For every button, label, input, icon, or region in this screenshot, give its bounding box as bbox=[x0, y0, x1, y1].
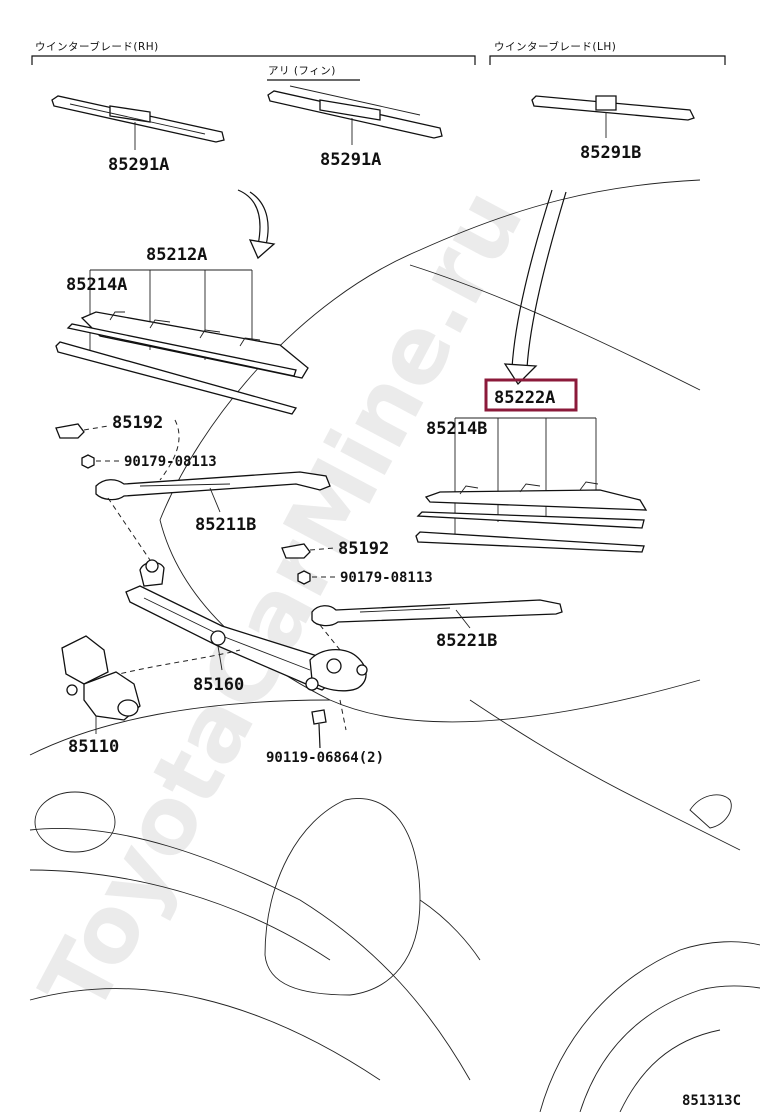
part-85214A: 85214A bbox=[66, 275, 127, 295]
winter-blade-lh: 85291B bbox=[531, 95, 695, 163]
nut-lh: 90179-08113 bbox=[297, 570, 433, 586]
winter-blade-rh: 85291A bbox=[51, 95, 225, 175]
bolt: 90119-06864(2) bbox=[266, 699, 384, 766]
winter-blade-fin: 85291A bbox=[267, 85, 443, 170]
part-85222A: 85222A bbox=[494, 388, 555, 408]
car-body-outline bbox=[29, 179, 760, 1112]
header-lh: ウインターブレード(LH) bbox=[494, 40, 616, 53]
part-85211B: 85211B bbox=[195, 515, 256, 535]
part-90179-2: 90179-08113 bbox=[340, 570, 433, 586]
part-85221B: 85221B bbox=[436, 631, 497, 651]
wiper-arm-rh: 85211B bbox=[95, 419, 331, 535]
wiper-linkage: 85160 bbox=[94, 497, 368, 695]
part-85291A-1: 85291A bbox=[108, 155, 169, 175]
part-85192-2: 85192 bbox=[338, 539, 389, 559]
part-85291A-2: 85291A bbox=[320, 150, 381, 170]
cap-lh: 85192 bbox=[281, 539, 389, 559]
header-rh: ウインターブレード(RH) bbox=[35, 40, 159, 53]
header-bracket-lh: ウインターブレード(LH) bbox=[489, 40, 726, 65]
part-85212A: 85212A bbox=[146, 245, 207, 265]
wiper-motor: 85110 bbox=[61, 635, 141, 757]
header-fin: アリ (フィン) bbox=[268, 65, 336, 77]
part-85160: 85160 bbox=[193, 675, 244, 695]
arrow-lh bbox=[503, 189, 567, 386]
blade-assembly-rh: 85212A 85214A bbox=[55, 245, 309, 415]
arrow-rh bbox=[237, 189, 276, 260]
part-85214B: 85214B bbox=[426, 419, 487, 439]
highlight-box bbox=[484, 378, 578, 412]
header-bracket-rh: ウインターブレード(RH) bbox=[31, 40, 476, 65]
cap-rh: 85192 bbox=[55, 413, 163, 439]
diagram-code: 851313C bbox=[682, 1093, 741, 1109]
watermark: ToyotaCarMine.ru bbox=[20, 172, 544, 1030]
part-90119: 90119-06864(2) bbox=[266, 750, 384, 766]
part-85192-1: 85192 bbox=[112, 413, 163, 433]
header-bracket-fin: アリ (フィン) bbox=[267, 65, 360, 81]
wiper-arm-lh: 85221B bbox=[311, 599, 563, 651]
part-85110: 85110 bbox=[68, 737, 119, 757]
part-85291B: 85291B bbox=[580, 143, 641, 163]
part-90179-1: 90179-08113 bbox=[124, 454, 217, 470]
nut-rh: 90179-08113 bbox=[81, 454, 217, 470]
blade-assembly-lh: 85222A 85214B bbox=[415, 378, 648, 553]
